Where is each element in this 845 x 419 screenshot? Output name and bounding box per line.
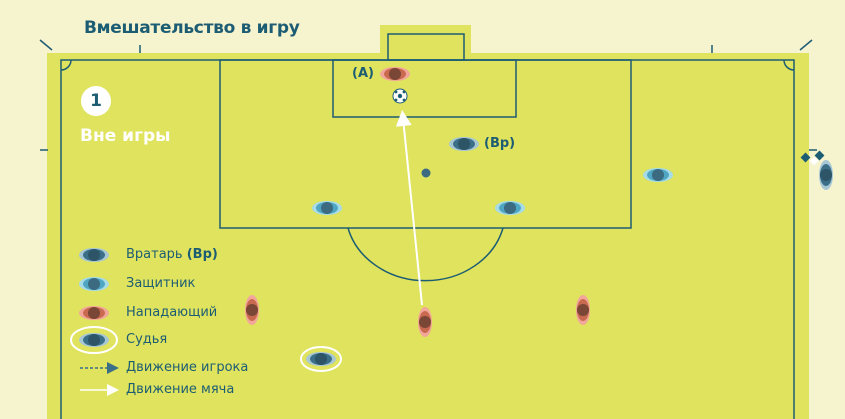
attacker-right (576, 295, 590, 325)
legend-attacker: Нападающий (126, 305, 217, 320)
goalkeeper-player (449, 137, 479, 151)
defender-icon (79, 277, 109, 291)
attacker-kicker (418, 307, 432, 337)
goal-area-bg (380, 25, 471, 60)
scenario-number: 1 (81, 86, 111, 116)
attacker-left (245, 295, 259, 325)
page-title: Вмешательство в игру (84, 18, 300, 38)
ball-icon (393, 89, 407, 103)
legend-referee: Судья (126, 332, 167, 347)
corner-tick-right (800, 40, 812, 50)
scenario-label: Вне игры (80, 126, 171, 146)
defender-center (495, 201, 525, 215)
goalkeeper-icon (79, 248, 109, 262)
legend-defender: Защитник (126, 276, 195, 291)
assistant-referee (819, 160, 833, 190)
defender-left (312, 201, 342, 215)
attacker-icon (79, 306, 109, 320)
legend-ball-movement: Движение мяча (126, 382, 234, 397)
legend-goalkeeper-label: Вратарь (126, 247, 183, 262)
legend-goalkeeper: Вратарь (Вр) (126, 247, 218, 262)
defender-right (643, 168, 673, 182)
legend-player-movement: Движение игрока (126, 360, 248, 375)
attacker-a (380, 67, 410, 81)
corner-tick-left (40, 40, 52, 50)
goalkeeper-tag: (Вр) (484, 136, 515, 151)
legend-goalkeeper-abbr: (Вр) (187, 247, 218, 262)
penalty-spot (422, 169, 431, 178)
referee-icon (79, 333, 109, 347)
referee-player (306, 352, 336, 366)
attacker-tag: (A) (352, 66, 374, 81)
